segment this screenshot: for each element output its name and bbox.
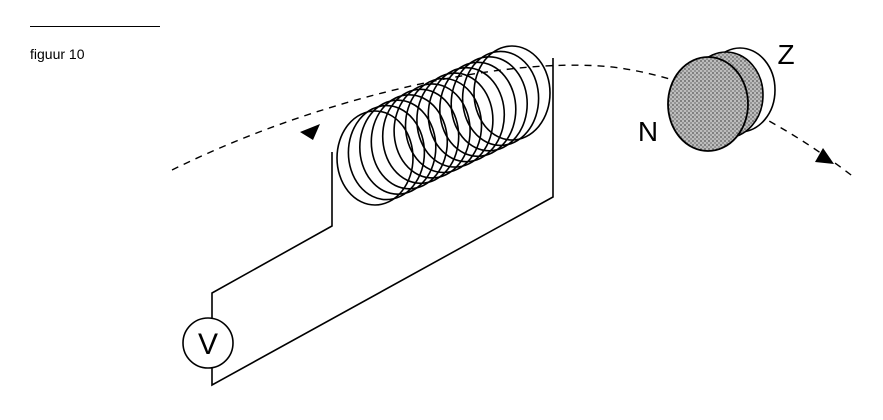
coil-winding	[347, 104, 426, 201]
coil-winding	[450, 56, 529, 152]
magnet-north-label: N	[638, 116, 658, 147]
coil-winding	[393, 83, 471, 179]
coil-winding	[370, 94, 449, 190]
coil-winding	[404, 77, 483, 174]
trajectory-arrow-right	[815, 148, 834, 164]
circuit-wire	[211, 58, 554, 387]
voltmeter-icon	[182, 317, 234, 369]
trajectory-arrow-left	[300, 124, 320, 140]
coil-winding	[358, 99, 437, 195]
magnet-north-face	[667, 56, 749, 152]
coil	[336, 45, 551, 206]
voltmeter-label: V	[198, 328, 218, 361]
bar-magnet: N Z	[638, 39, 795, 152]
figure-caption: figuur 10	[30, 46, 85, 62]
coil-winding	[473, 45, 551, 141]
coil-winding	[336, 110, 414, 206]
coil-winding	[381, 88, 460, 185]
magnet-south-label: Z	[777, 39, 794, 70]
caption-rule	[30, 26, 160, 27]
magnet-trajectory	[171, 64, 856, 179]
coil-winding	[438, 61, 517, 158]
voltmeter: V	[182, 317, 234, 369]
coil-winding	[427, 66, 506, 163]
coil-winding	[416, 72, 494, 168]
coil-winding	[461, 50, 540, 147]
